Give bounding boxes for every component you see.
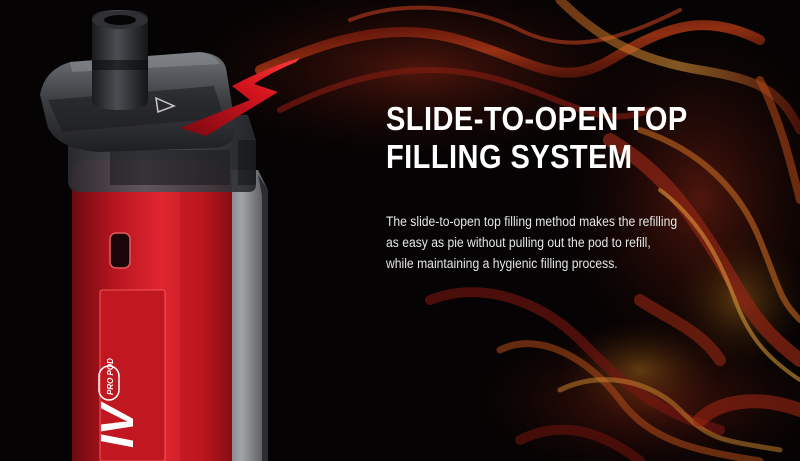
sub-logo-text: PRO POD: [106, 358, 115, 395]
description-line: The slide-to-open top filling method mak…: [386, 214, 678, 229]
logo-text: IV: [91, 401, 143, 448]
description: The slide-to-open top filling method mak…: [386, 211, 677, 274]
logo-panel: [99, 289, 166, 461]
headline-line: SLIDE-TO-OPEN TOP: [386, 100, 688, 137]
headline: SLIDE-TO-OPEN TOP FILLING SYSTEM: [386, 100, 688, 176]
slide-arrow-icon: [180, 58, 300, 136]
device-logo: IV PRO POD: [91, 358, 143, 448]
description-line: while maintaining a hygienic filling pro…: [386, 256, 618, 271]
triangle-marker-icon: [155, 96, 176, 114]
usb-port-icon: [109, 232, 131, 269]
headline-line: FILLING SYSTEM: [386, 138, 633, 175]
description-line: as easy as pie without pulling out the p…: [386, 235, 651, 250]
